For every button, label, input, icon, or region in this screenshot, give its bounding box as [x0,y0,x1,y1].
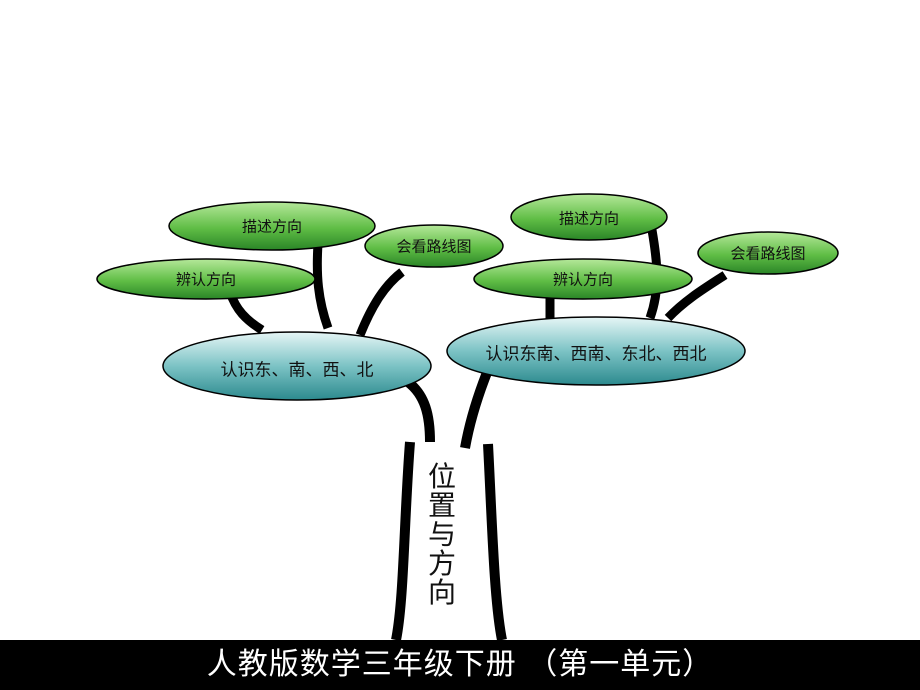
leaf-left-route-label: 会看路线图 [396,237,472,256]
leaf-right-route [697,231,839,275]
branch-to-left-hub [404,378,435,443]
hub-left-label: 认识东、南、西、北 [220,360,374,381]
footer-bar: 人教版数学三年级下册 （第一单元） [0,640,920,690]
hub-right [446,316,746,386]
main-branches [404,368,493,449]
leaf-left-identify-label: 辨认方向 [175,270,237,289]
leaf-left-identify [96,258,316,300]
leaf-left-route [364,224,504,268]
trunk-left-edge [391,441,415,641]
leaf-right-identify-label: 辨认方向 [552,270,614,289]
trunk-title-char: 置 [427,489,456,522]
hub-right-label: 认识东南、西南、东北、西北 [485,344,707,365]
twig-right-route [664,271,728,322]
footer-title: 人教版数学三年级下册 （第一单元） [206,647,714,682]
trunk-title: 位 置 与 方 向 [424,462,460,607]
leaf-right-describe-label: 描述方向 [558,209,620,228]
leaf-left-describe [168,201,376,251]
trunk-title-char: 方 [427,547,456,580]
branch-to-right-hub [460,368,493,449]
trunk-title-char: 与 [427,518,456,551]
leaf-right-identify [473,258,693,300]
twig-left-route [355,268,405,337]
twig-left-describe [312,243,333,330]
leaf-right-route-label: 会看路线图 [730,244,806,263]
trunk-title-char: 位 [427,460,456,493]
trunk [391,441,507,641]
trunk-right-edge [483,443,507,641]
leaf-left-describe-label: 描述方向 [241,217,303,236]
hub-left [162,331,432,401]
trunk-title-char: 向 [427,576,456,609]
leaf-right-describe [510,193,668,241]
